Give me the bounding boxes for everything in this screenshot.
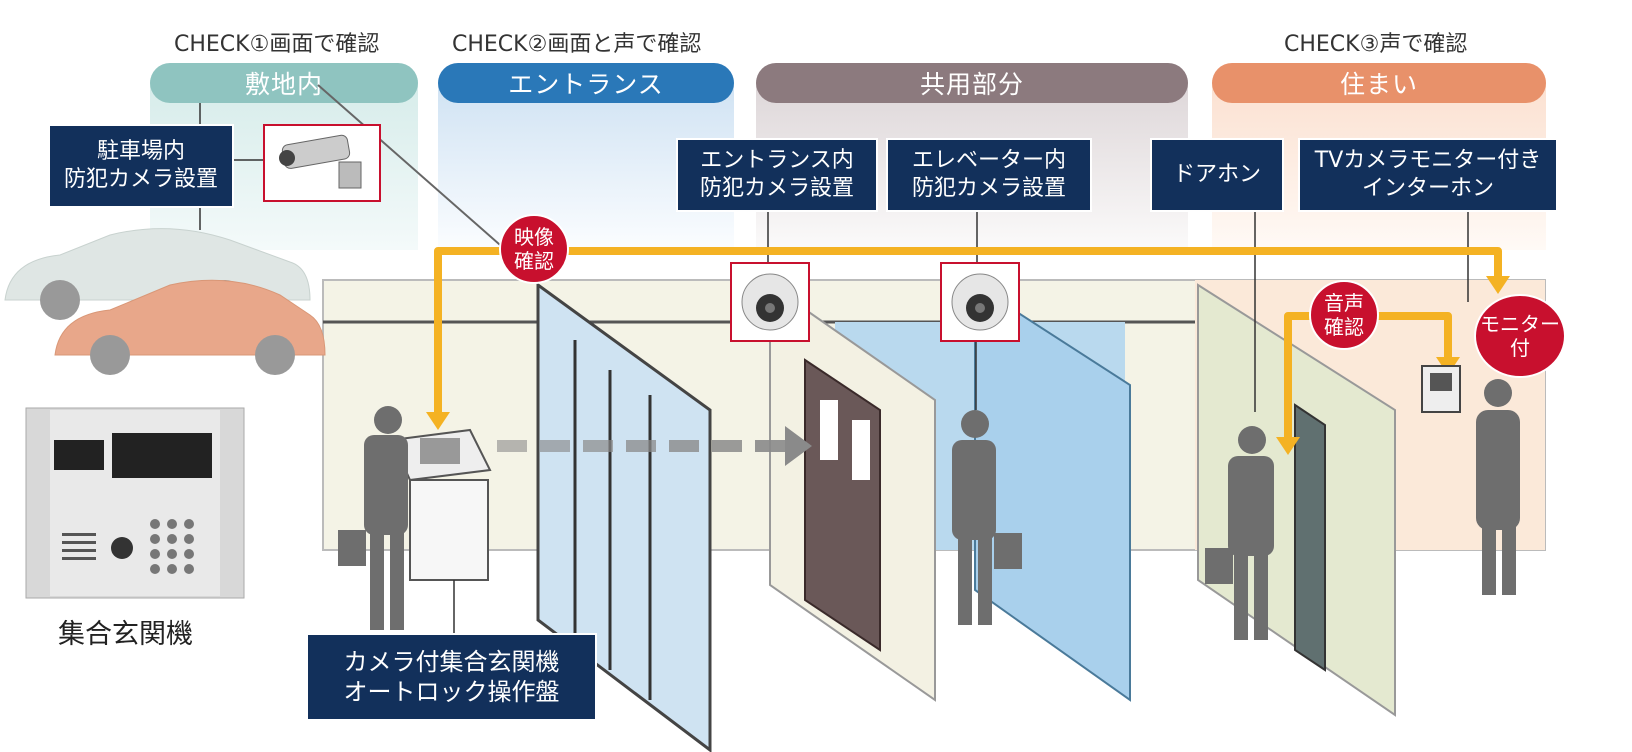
zone-common-pill: 共用部分 — [756, 63, 1188, 103]
entrance-dome-camera-icon — [730, 262, 810, 342]
check-3-heading: CHECK③声で確認 — [1284, 32, 1468, 57]
zone-entrance-pill: エントランス — [438, 63, 734, 103]
entrance-camera-label: エントランス内 防犯カメラ設置 — [678, 140, 876, 210]
video-check-badge: 映像 確認 — [499, 214, 569, 284]
parking-camera-icon — [263, 124, 381, 202]
zone-site-pill: 敷地内 — [150, 63, 418, 103]
parking-camera-label: 駐車場内 防犯カメラ設置 — [50, 126, 232, 206]
entrance-panel-caption: 集合玄関機 — [58, 619, 193, 650]
door-phone-label: ドアホン — [1152, 140, 1282, 210]
elevator-dome-camera-icon — [940, 262, 1020, 342]
elevator-camera-label: エレベーター内 防犯カメラ設置 — [888, 140, 1090, 210]
check-2-heading: CHECK②画面と声で確認 — [452, 32, 702, 57]
tv-intercom-label: TVカメラモニター付き インターホン — [1300, 140, 1556, 210]
monitor-badge: モニター 付 — [1474, 294, 1566, 378]
panel-label: カメラ付集合玄関機 オートロック操作盤 — [308, 635, 595, 719]
voice-check-badge: 音声 確認 — [1309, 280, 1379, 350]
zone-residence-pill: 住まい — [1212, 63, 1546, 103]
check-1-heading: CHECK①画面で確認 — [174, 32, 380, 57]
